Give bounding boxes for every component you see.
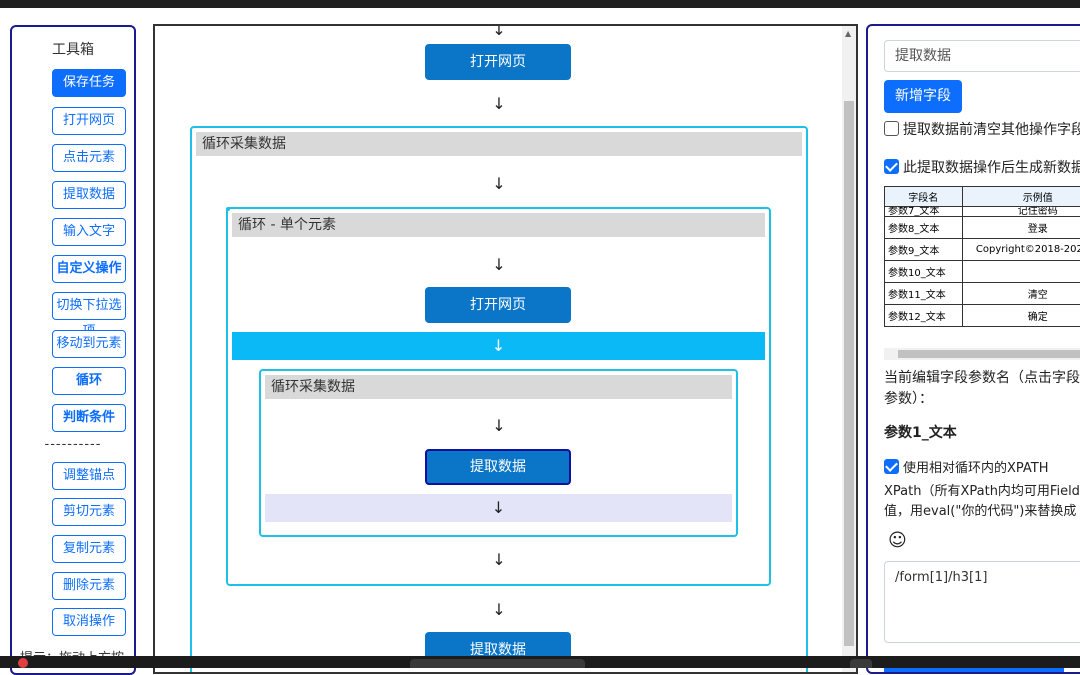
flow-arrow: ↓ [489,550,509,570]
table-row[interactable]: 参数12_文本 确定 [885,305,1080,327]
cut-element-button[interactable]: 剪切元素 [52,498,126,526]
flow-node-open-page[interactable]: 打开网页 [425,44,571,80]
switch-dropdown-button[interactable]: 切换下拉选项 [52,292,126,320]
new-data-checkbox[interactable]: 此提取数据操作后生成新数据 [884,157,1080,177]
field-value-cell: Copyright©2018-2023ru [962,239,1080,261]
operation-type-select[interactable]: 提取数据 [884,40,1080,72]
custom-action-button[interactable]: 自定义操作 [52,255,126,283]
current-field-label-line1: 当前编辑字段参数名（点击字段 [884,367,1080,389]
xpath-textarea[interactable]: /form[1]/h3[1] [884,561,1080,643]
table-header-row: 字段名 示例值 [885,187,1080,207]
save-task-button[interactable]: 保存任务 [52,69,126,97]
flow-scrollbar-thumb[interactable] [844,101,854,646]
flow-arrow: ↓ [489,94,509,114]
field-name-cell: 参数12_文本 [885,305,963,327]
relative-xpath-label: 使用相对循环内的XPATH [903,461,1049,476]
condition-button[interactable]: 判断条件 [52,404,126,432]
taskbar-item[interactable] [410,659,585,668]
input-text-button[interactable]: 输入文字 [52,218,126,246]
table-row[interactable]: 参数8_文本 登录 [885,217,1080,239]
column-header: 字段名 [885,187,963,207]
flow-insert-bar[interactable]: ↓ [265,494,732,522]
flow-arrow: ↓ [489,174,509,194]
taskbar [0,656,1080,668]
field-value-cell: 清空 [962,283,1080,305]
checkbox-checked-icon[interactable] [884,459,899,474]
copy-element-button[interactable]: 复制元素 [52,535,126,563]
loop-title: 循环采集数据 [196,132,802,156]
scroll-up-arrow-icon[interactable]: ▲ [845,30,851,38]
loop-title: 循环 - 单个元素 [232,213,765,237]
field-name-cell: 参数10_文本 [885,261,963,283]
loop-button[interactable]: 循环 [52,367,126,395]
new-data-label: 此提取数据操作后生成新数据 [903,160,1080,176]
flow-arrow: ↓ [489,255,509,275]
clear-fields-label: 提取数据前清空其他操作字段 [903,122,1080,138]
table-row[interactable]: 参数11_文本 清空 [885,283,1080,305]
flow-scrollbar[interactable]: ▲ [842,26,856,672]
toolbox-separator: ---------- [12,437,134,452]
add-field-button[interactable]: 新增字段 [884,80,962,113]
delete-element-button[interactable]: 删除元素 [52,572,126,600]
open-page-button[interactable]: 打开网页 [52,107,126,135]
emoji-smiley-icon[interactable]: ☺ [888,530,907,551]
move-to-element-button[interactable]: 移动到元素 [52,330,126,358]
adjust-anchor-button[interactable]: 调整锚点 [52,462,126,490]
cancel-operation-button[interactable]: 取消操作 [52,608,126,636]
field-value-cell [962,261,1080,283]
taskbar-item[interactable] [850,659,872,668]
app-icon[interactable] [18,658,28,668]
xpath-hint-line2: 值，用eval("你的代码")来替换成 [884,501,1076,523]
toolbox-title: 工具箱 [12,39,134,59]
table-row[interactable]: 参数10_文本 [885,261,1080,283]
column-header: 示例值 [962,187,1080,207]
checkbox-checked-icon[interactable] [884,159,899,174]
current-field-name: 参数1_文本 [884,422,957,442]
checkbox-unchecked-icon[interactable] [884,121,899,136]
xpath-hint-line1: XPath（所有XPath内均可用Field [884,481,1080,503]
toolbox-panel: 工具箱 保存任务 打开网页 点击元素 提取数据 输入文字 自定义操作 切换下拉选… [10,25,136,675]
table-scrollbar-thumb[interactable] [898,350,1080,358]
field-value-cell: 记住密码 [962,207,1080,217]
relative-xpath-checkbox[interactable]: 使用相对循环内的XPATH [884,457,1049,476]
properties-panel: 提取数据 新增字段 提取数据前清空其他操作字段 此提取数据操作后生成新数据 字段… [866,24,1080,674]
field-name-cell: 参数8_文本 [885,217,963,239]
table-row[interactable]: 参数7_文本 记住密码 [885,207,1080,217]
loop-title: 循环采集数据 [265,375,732,399]
field-name-cell: 参数7_文本 [885,207,963,217]
flow-node-extract-data-selected[interactable]: 提取数据 [425,449,571,485]
flow-node-open-page[interactable]: 打开网页 [425,287,571,323]
click-element-button[interactable]: 点击元素 [52,144,126,172]
field-name-cell: 参数11_文本 [885,283,963,305]
flow-arrow: ↓ [489,600,509,620]
field-name-cell: 参数9_文本 [885,239,963,261]
fields-table[interactable]: 字段名 示例值 参数7_文本 记住密码 参数8_文本 登录 参数9_文本 Cop… [884,186,1080,358]
current-field-label-line2: 参数）： [884,388,933,410]
field-value-cell: 登录 [962,217,1080,239]
window-title-bar [0,0,1080,8]
flow-insert-bar-active[interactable]: ↓ [232,332,765,360]
table-horizontal-scrollbar[interactable] [884,348,1080,360]
clear-fields-checkbox[interactable]: 提取数据前清空其他操作字段 [884,119,1080,139]
flow-canvas[interactable]: ↓ 打开网页 ↓ 循环采集数据 ↓ 循环 - 单个元素 ↓ 打开网页 ↓ 循环采… [153,24,858,674]
field-value-cell: 确定 [962,305,1080,327]
extract-data-button[interactable]: 提取数据 [52,181,126,209]
flow-arrow: ↓ [489,24,509,40]
flow-arrow: ↓ [489,416,509,436]
table-row[interactable]: 参数9_文本 Copyright©2018-2023ru [885,239,1080,261]
